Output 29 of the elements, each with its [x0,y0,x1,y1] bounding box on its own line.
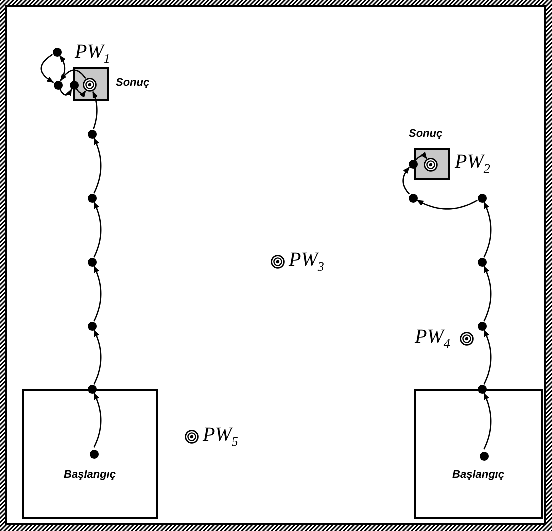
path-arrow [60,70,86,82]
path-arrow [40,54,54,84]
goal-label: Sonuç [409,128,443,140]
path-arrow [416,152,428,161]
path-arrow [76,88,86,98]
path-arrow [402,167,410,195]
path-arrow [484,202,492,258]
path-arrow [484,392,492,450]
path-arrow [94,266,102,322]
goal-label: Sonuç [116,77,150,89]
path-arrow [484,330,492,385]
path-arrow [416,200,478,210]
path-arrow [94,392,102,448]
start-label: Başlangıç [452,469,506,481]
path-arrow [94,330,102,385]
path-arrow [484,266,492,322]
path-arrow [92,91,98,130]
start-area [22,389,158,519]
target-label: PW$_{5}$ [203,425,238,451]
target-label: PW$_{4}$ [415,327,450,353]
path-arrow [60,88,72,96]
target-label: PW$_{2}$ [455,152,490,178]
path-arrow [94,138,102,194]
start-area [414,389,543,519]
target-label: PW$_{1}$ [75,42,110,68]
target-label: PW$_{3}$ [289,250,324,276]
path-arrow [60,55,66,82]
start-label: Başlangıç [63,469,117,481]
path-arrow [94,202,102,258]
